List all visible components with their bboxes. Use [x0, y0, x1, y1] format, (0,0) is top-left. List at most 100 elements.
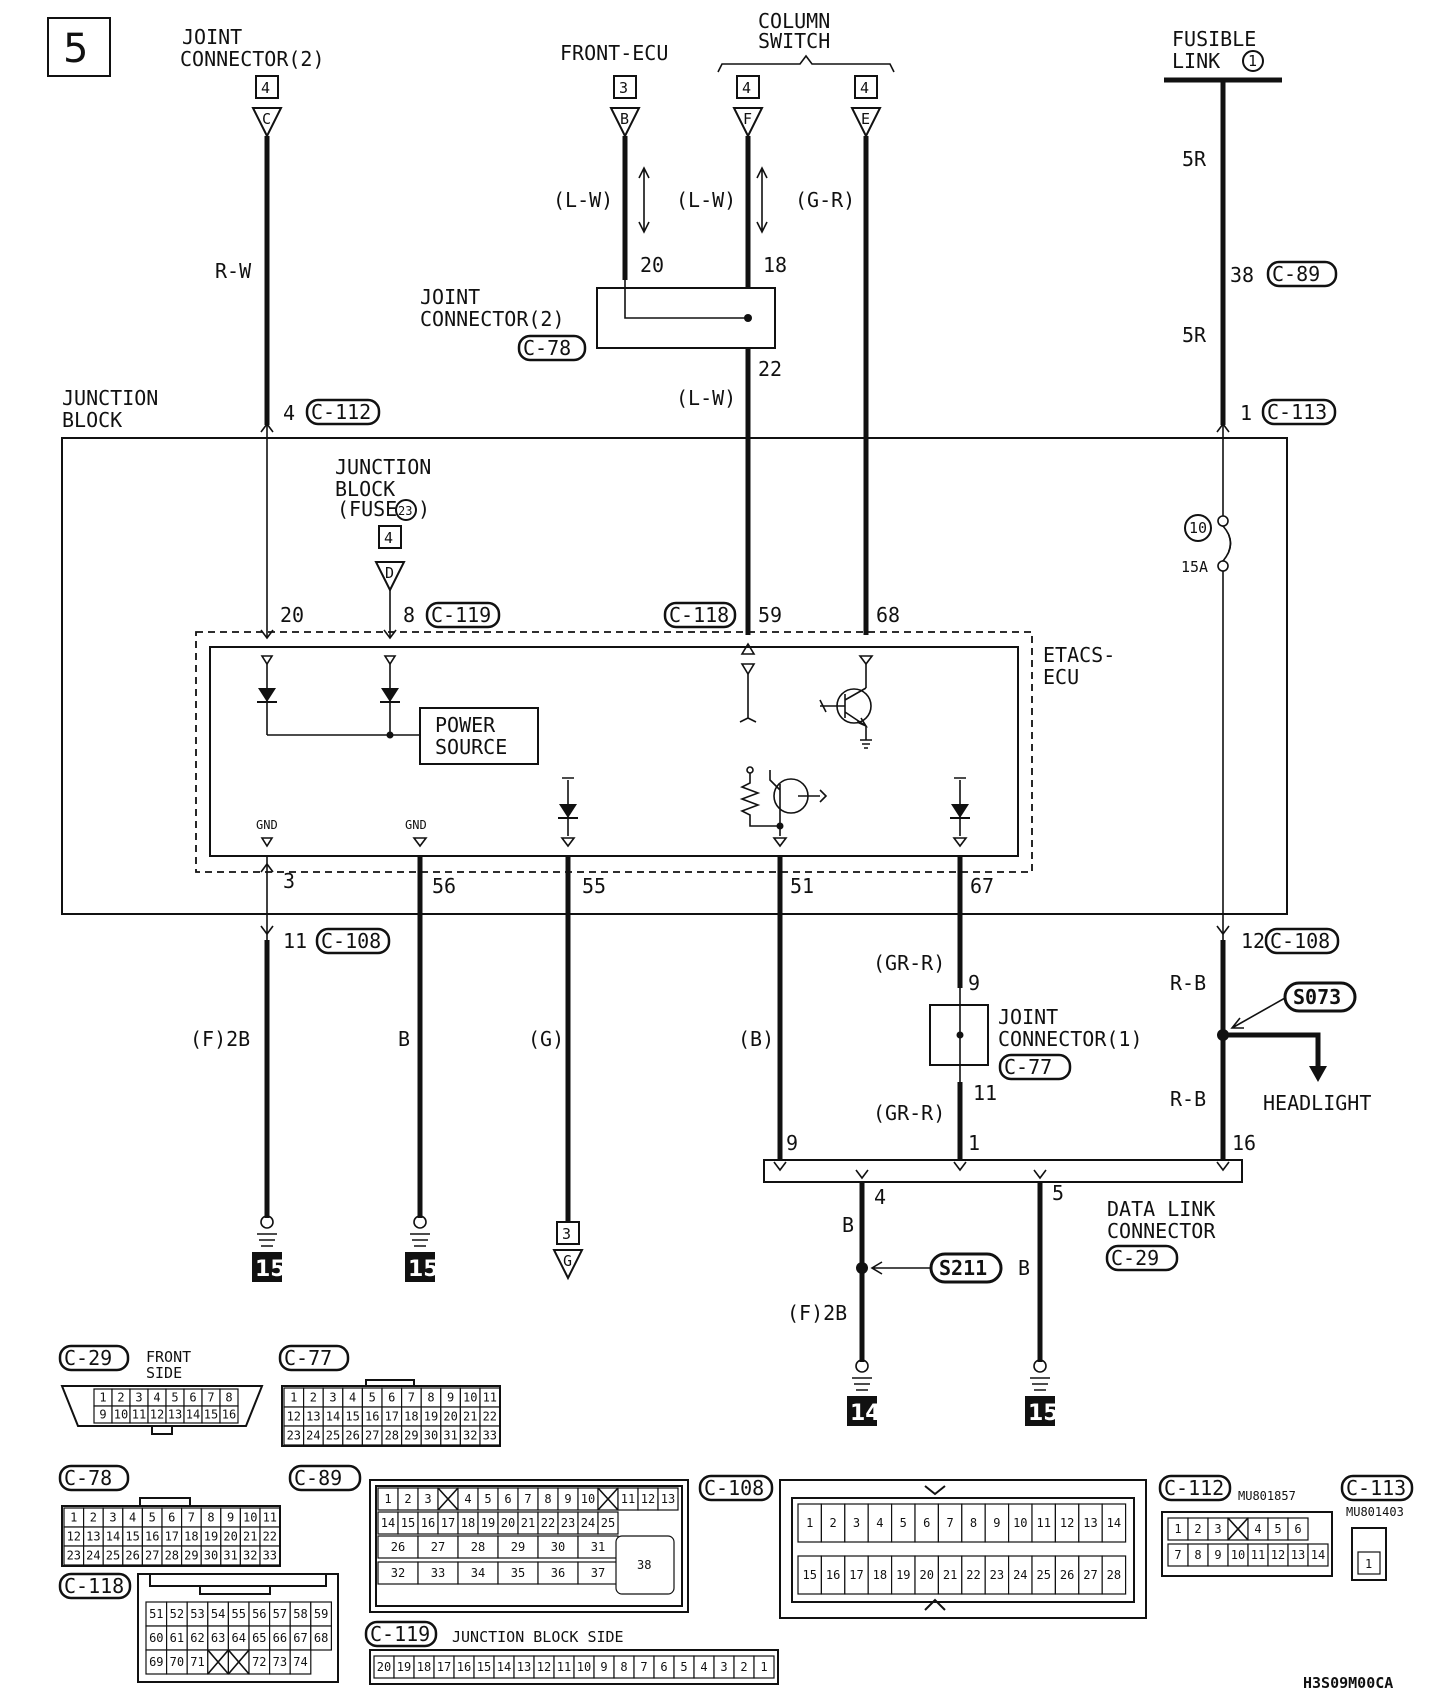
gnd-marker: [260, 837, 274, 848]
terminal-number: 18: [404, 1410, 418, 1424]
wire-color-label: 5R: [1182, 147, 1207, 171]
fuse-number: 23: [398, 504, 412, 518]
terminal-number: 20: [501, 1516, 515, 1530]
terminal-number: 10: [581, 1492, 595, 1506]
connector-view-id: C-108: [704, 1476, 764, 1500]
terminal-number: 21: [243, 1530, 257, 1544]
ecu-node: [746, 766, 754, 774]
junction-block-label-2: BLOCK: [62, 408, 122, 432]
wire-color-label: (GR-R): [873, 1101, 945, 1125]
terminal-triangle: [732, 107, 764, 139]
terminal-cell: [657, 1487, 679, 1511]
terminal-number: 5: [1274, 1522, 1281, 1536]
terminal-number: 34: [471, 1566, 485, 1580]
pin-arrow: [260, 629, 274, 640]
terminal-number: 8: [970, 1516, 977, 1530]
connector-id-pill: [663, 601, 737, 629]
pin-number: 9: [968, 971, 980, 995]
fuse-10-rating: 15A: [1181, 558, 1208, 576]
connector-view-id-pill: [288, 1464, 362, 1492]
terminal-number: 19: [424, 1410, 438, 1424]
ecu-pin-markers: [260, 655, 397, 666]
junction-block-outline: [61, 437, 1288, 915]
column-switch-label-1: COLUMN: [758, 9, 830, 33]
c89-housing: [369, 1479, 689, 1613]
sheet-ref-number: 4: [384, 529, 393, 547]
wire-color-label: R-W: [215, 259, 252, 283]
page-number-box: [47, 17, 111, 77]
terminal-number: 26: [1060, 1568, 1074, 1582]
ground-number-box: [405, 1252, 435, 1282]
terminal-number: 11: [483, 1391, 497, 1405]
terminal-number: 9: [1214, 1548, 1221, 1562]
ground-number: 15: [1028, 1401, 1059, 1426]
terminal-number: 54: [211, 1607, 225, 1621]
terminal-number: 1: [70, 1511, 77, 1525]
column-switch-bracket: [717, 54, 895, 73]
terminal-number: 6: [504, 1492, 511, 1506]
pin-number: 16: [1232, 1131, 1256, 1155]
terminal-number: 14: [326, 1410, 340, 1424]
connector-view-id: C-77: [284, 1346, 332, 1370]
terminal-number: 7: [188, 1511, 195, 1525]
pin-number: 22: [758, 357, 782, 381]
terminal-number: 2: [404, 1492, 411, 1506]
terminal-number: 12: [67, 1530, 81, 1544]
fuse-label-2: BLOCK: [335, 477, 395, 501]
terminal-number: 31: [591, 1540, 605, 1554]
diode-icon: [381, 688, 399, 702]
terminal-number: 15: [802, 1568, 816, 1582]
terminal-letter: D: [385, 564, 394, 582]
terminal-number: 71: [190, 1655, 204, 1669]
blank-cavity-cross: [437, 1487, 459, 1511]
connector-view-note-2: SIDE: [146, 1364, 182, 1382]
c108-housing: [779, 1479, 1147, 1619]
connector-view-id: C-112: [1164, 1476, 1224, 1500]
joint-connector-c77-label-2: CONNECTOR(1): [998, 1027, 1143, 1051]
data-link-connector-bar: [763, 1159, 1243, 1183]
terminal-number: 30: [204, 1549, 218, 1563]
terminal-number: 9: [227, 1511, 234, 1525]
ecu-pin-marker: [772, 826, 788, 848]
gnd-label: GND: [405, 818, 427, 832]
connector-id: C-29: [1111, 1246, 1159, 1270]
pin-arrow: [260, 422, 274, 433]
terminal-number: 13: [661, 1492, 675, 1506]
terminal-number: 3: [135, 1391, 142, 1405]
connector-id-pill: [517, 334, 587, 362]
terminal-number: 4: [876, 1516, 883, 1530]
terminal-number: 20: [377, 1660, 391, 1674]
connector-id-pill: [305, 398, 381, 426]
fusible-link-label-2: LINK: [1172, 49, 1220, 73]
c113-terminal-number: 1: [1365, 1557, 1372, 1571]
c78-latch: [139, 1497, 191, 1507]
terminal-number: 10: [463, 1391, 477, 1405]
diode-icon: [559, 804, 577, 818]
terminal-number: 24: [1013, 1568, 1027, 1582]
etacs-ecu-dashed-outline: [195, 631, 1033, 873]
pin-number: 55: [582, 874, 606, 898]
pin-number: 11: [283, 929, 307, 953]
connector-view-id: C-119: [370, 1622, 430, 1646]
terminal-cell: [289, 1649, 312, 1675]
terminal-number: 4: [153, 1391, 160, 1405]
transistor-leads: [769, 770, 828, 826]
connector-view-id-pill: [278, 1344, 350, 1372]
sheet-ref-number: 4: [742, 79, 751, 97]
sheet-ref-box: [378, 525, 402, 549]
terminal-number: 17: [437, 1660, 451, 1674]
bidirectional-arrow: [638, 166, 650, 234]
terminal-number: 23: [287, 1429, 301, 1443]
connector-id-pill: [1261, 398, 1337, 426]
terminal-cell: [1287, 1517, 1309, 1541]
connector-view-id: C-118: [64, 1574, 124, 1598]
blank-cavity-cross: [207, 1649, 230, 1675]
terminal-cell: [219, 1405, 239, 1424]
terminal-number: 6: [923, 1516, 930, 1530]
junction-dot: [386, 731, 394, 739]
